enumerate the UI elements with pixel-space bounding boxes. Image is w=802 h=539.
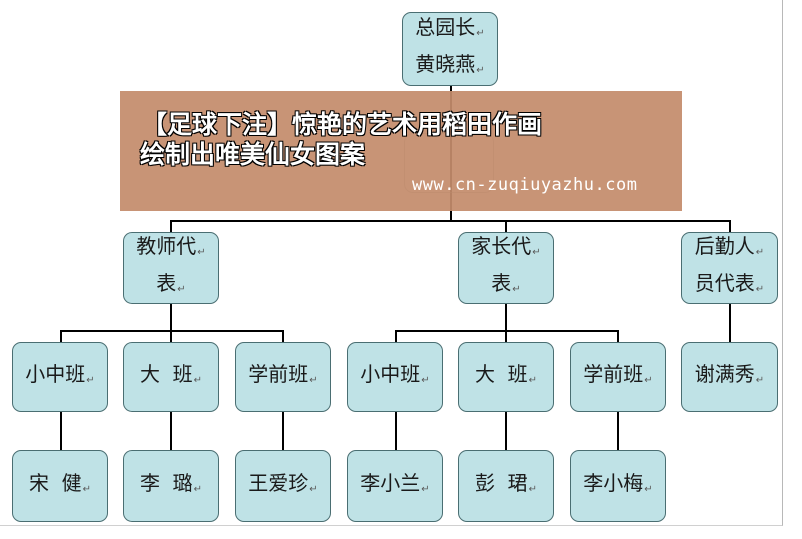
logistics-member-node: 谢满秀 [681,342,778,412]
member-name: 谢满秀 [695,359,764,396]
parents-class-senior: 大 班 [458,342,554,412]
parents-small-middle-member: 李小兰 [347,450,443,522]
member-name: 彭 珺 [475,468,537,505]
class-label: 学前班 [583,359,652,396]
connector-t1-member [60,412,62,450]
member-name: 王爱珍 [248,468,317,505]
connector-parents-bar [395,330,619,332]
connector-logistics-up [729,220,731,232]
teachers-rep-line2: 表 [156,268,185,305]
promo-url[interactable]: www.cn-zuqiuyazhu.com [412,175,638,195]
connector-parents-down [505,304,507,331]
logistics-rep-line2: 员代表 [695,268,764,305]
connector-p2-up [505,330,507,342]
promo-overlay-banner[interactable]: 【足球下注】惊艳的艺术用稻田作画 绘制出唯美仙女图案 www.cn-zuqiuy… [120,91,682,211]
promo-title-line1[interactable]: 【足球下注】惊艳的艺术用稻田作画 [142,110,543,139]
connector-t2-up [170,330,172,342]
teachers-senior-member: 李 璐 [123,450,219,522]
promo-title-line2[interactable]: 绘制出唯美仙女图案 [140,140,366,169]
parents-rep-node: 家长代 表 [458,232,554,304]
connector-t1-up [60,330,62,342]
parents-preschool-member: 李小梅 [570,450,666,522]
logistics-rep-line1: 后勤人 [695,231,764,268]
teachers-rep-line1: 教师代 [136,231,205,268]
parents-class-preschool: 学前班 [570,342,666,412]
connector-t2-member [170,412,172,450]
connector-p1-up [395,330,397,342]
teachers-class-senior: 大 班 [123,342,219,412]
parents-rep-line1: 家长代 [471,231,540,268]
connector-t3-up [282,330,284,342]
page-frame [0,0,783,526]
connector-teachers-bar [60,330,284,332]
connector-level1-bar [170,220,730,222]
connector-p3-member [617,412,619,450]
connector-p2-member [505,412,507,450]
teachers-rep-node: 教师代 表 [123,232,219,304]
connector-p1-member [395,412,397,450]
member-name: 李小兰 [360,468,429,505]
parents-senior-member: 彭 珺 [458,450,554,522]
parents-rep-line2: 表 [491,268,520,305]
teachers-small-middle-member: 宋 健 [12,450,108,522]
connector-teachers-up [170,220,172,232]
connector-t3-member [282,412,284,450]
root-title: 总园长 [415,12,484,49]
class-label: 小中班 [360,359,429,396]
connector-teachers-down [170,304,172,331]
root-node: 总园长 黄晓燕 [402,12,498,86]
member-name: 李小梅 [583,468,652,505]
teachers-class-preschool: 学前班 [235,342,331,412]
parents-class-small-middle: 小中班 [347,342,443,412]
logistics-rep-node: 后勤人 员代表 [681,232,778,304]
class-label: 大 班 [140,359,202,396]
class-label: 大 班 [475,359,537,396]
member-name: 宋 健 [29,468,91,505]
connector-p3-up [617,330,619,342]
teachers-preschool-member: 王爱珍 [235,450,331,522]
member-name: 李 璐 [140,468,202,505]
teachers-class-small-middle: 小中班 [12,342,108,412]
class-label: 小中班 [25,359,94,396]
class-label: 学前班 [248,359,317,396]
root-name: 黄晓燕 [415,49,484,86]
connector-logistics-down [729,304,731,342]
connector-parents-up [505,220,507,232]
